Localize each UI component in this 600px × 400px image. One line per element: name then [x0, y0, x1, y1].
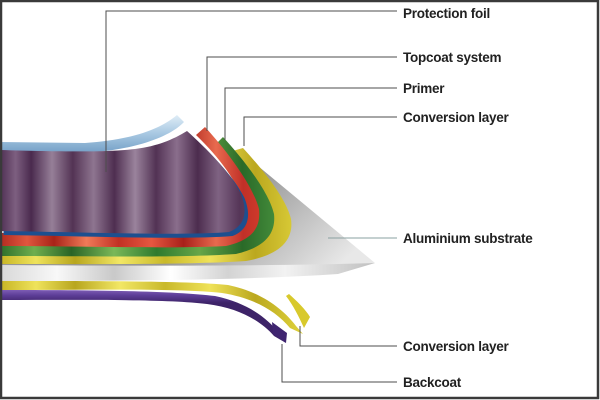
layer-protection-foil — [0, 131, 245, 234]
label-backcoat: Backcoat — [403, 375, 462, 390]
leader-protection-foil — [105, 10, 397, 172]
label-aluminium-substrate: Aluminium substrate — [403, 231, 533, 246]
leader-conversion-layer-top — [243, 116, 397, 146]
leader-topcoat-system — [206, 56, 397, 131]
layer-aluminium-front — [0, 263, 375, 281]
leader-primer — [224, 87, 397, 140]
label-primer: Primer — [403, 81, 445, 96]
label-conversion-layer-bottom: Conversion layer — [403, 339, 510, 354]
label-topcoat-system: Topcoat system — [403, 50, 502, 65]
layer-protection-foil-curl — [0, 115, 184, 153]
leader-conversion-layer-bottom — [299, 326, 397, 347]
layer-conversion-bottom-fold — [286, 294, 310, 328]
layer-backcoat-fold — [272, 322, 287, 343]
label-conversion-layer-top: Conversion layer — [403, 110, 510, 125]
layer-conversion-bottom — [0, 281, 303, 334]
leader-backcoat — [281, 344, 397, 383]
label-protection-foil: Protection foil — [403, 6, 490, 21]
layer-backcoat — [0, 290, 286, 343]
